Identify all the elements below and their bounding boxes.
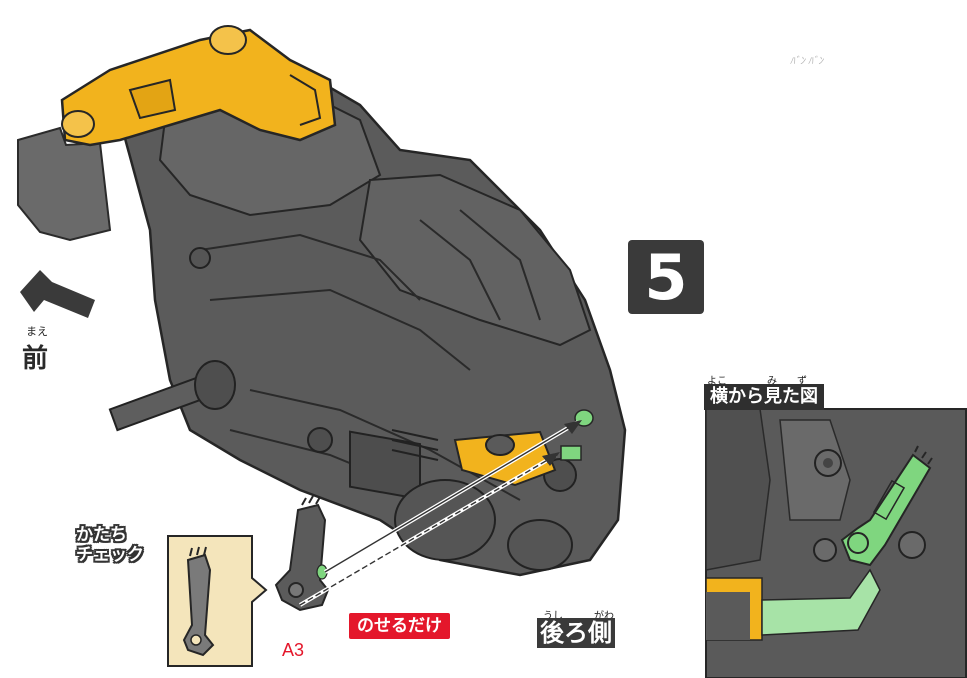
front-ruby: まえ <box>26 325 48 338</box>
robot-body <box>17 68 627 577</box>
yellow-top-part <box>60 25 337 147</box>
insertion-arrows <box>298 420 582 607</box>
shape-check-label: かたち チェック <box>76 525 144 565</box>
rear-side-label: 後ろ側 <box>537 618 615 648</box>
green-target-lower <box>560 445 582 461</box>
rear-ruby-left: うし <box>543 611 563 622</box>
shape-check-inset <box>167 535 268 667</box>
part-id-label: A3 <box>282 640 305 660</box>
front-label: 前 <box>22 344 49 374</box>
socket-peg <box>485 434 515 456</box>
handwritten-note: ﾊﾞﾝ ﾊﾞﾝ <box>790 56 824 67</box>
shape-check-line2: チェック <box>76 545 144 565</box>
step-number-badge: 5 <box>628 240 704 314</box>
side-view-title: 横から見た図 <box>704 384 824 410</box>
side-view-inset <box>705 408 967 678</box>
rear-ruby-right: がわ <box>594 611 614 622</box>
front-direction-arrow <box>20 270 95 318</box>
shape-check-line1: かたち <box>76 525 127 545</box>
part-a3 <box>274 495 330 612</box>
instruction-badge: のせるだけ <box>349 613 450 639</box>
side-view-ruby: よこ み ず <box>707 376 807 387</box>
